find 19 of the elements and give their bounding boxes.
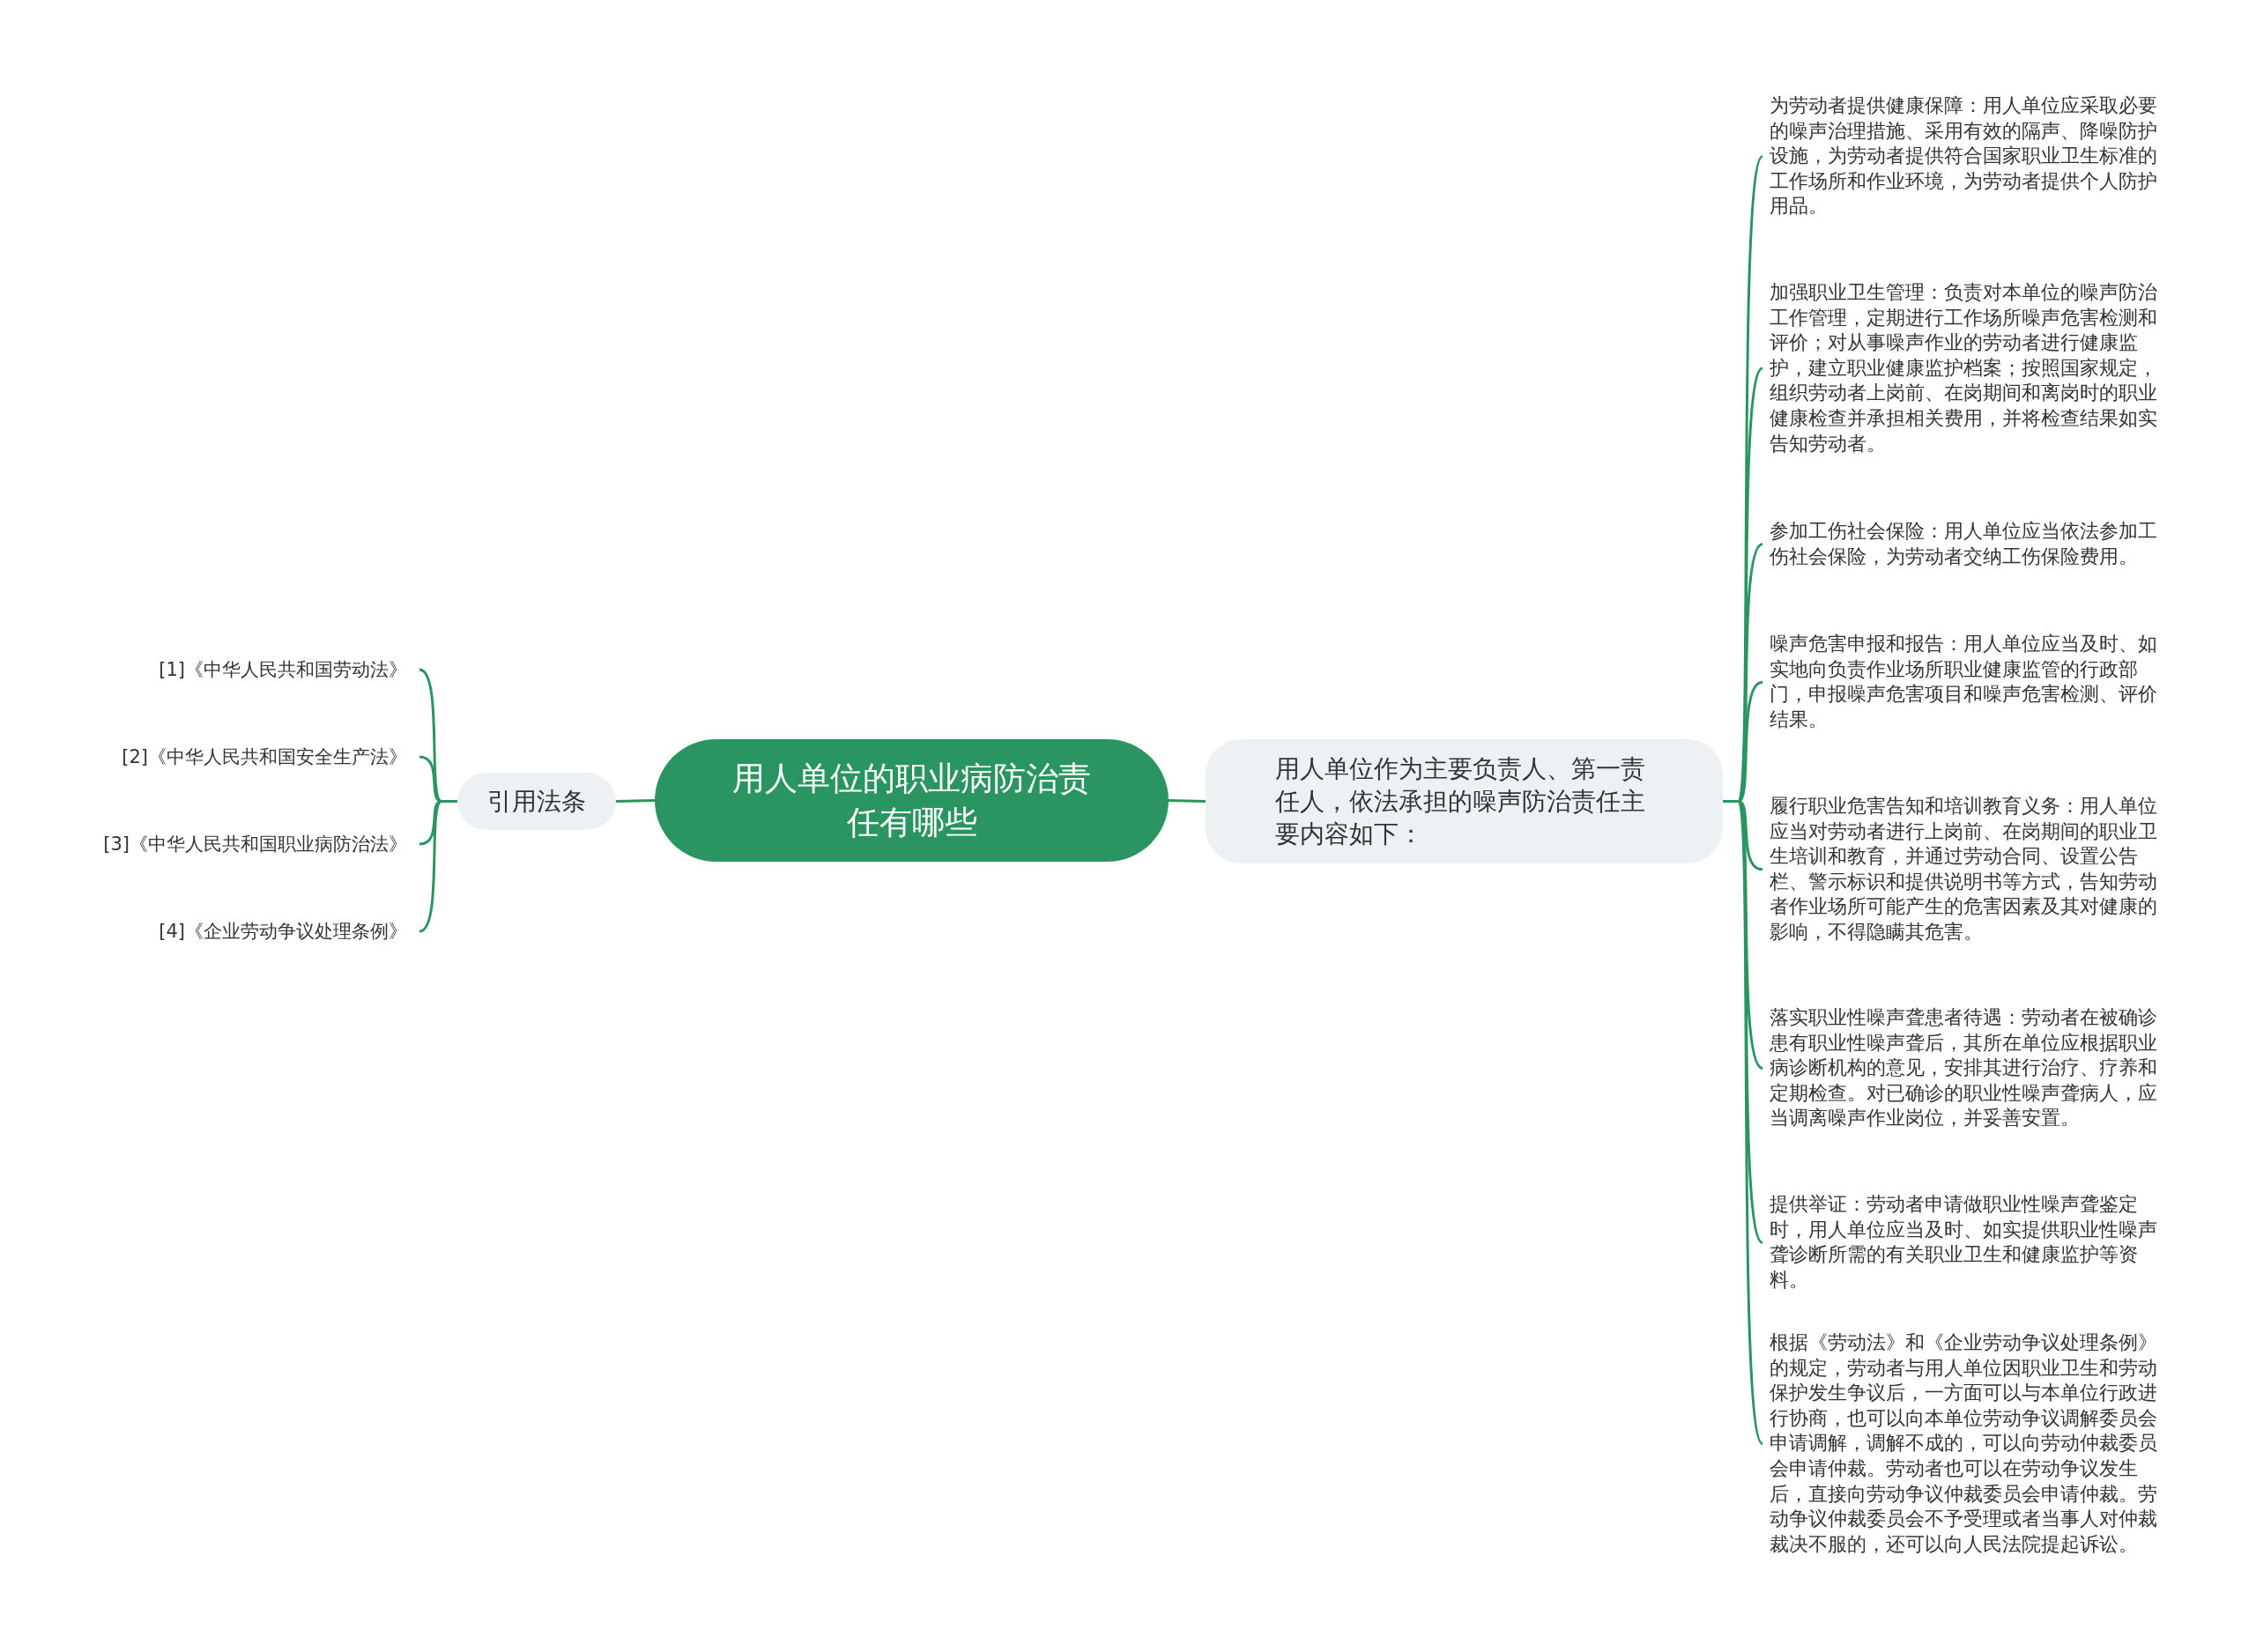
point-text: 履行职业危害告知和培训教育义务：用人单位应当对劳动者进行上岗前、在岗期间的职业卫生培训和教育，并通过劳动合同、设置公告栏、警示标识和提供说明书等方式，告知劳动者作业场所可能产生的危害因素及其对健康的影响，不得隐瞒其危害。 — [1770, 794, 2166, 945]
connector-line — [615, 799, 656, 803]
reference-text: [2]《中华人民共和国安全生产法》 — [88, 745, 407, 769]
reference-text: [4]《企业劳动争议处理条例》 — [88, 919, 407, 944]
branch-text: 引用法条 — [487, 785, 586, 818]
point-text: 提供举证：劳动者申请做职业性噪声聋鉴定时，用人单位应当及时、如实提供职业性噪声聋诊断所需的有关职业卫生和健康监护等资料。 — [1770, 1192, 2166, 1293]
topic-text: 用人单位的职业病防治责任有哪些 — [731, 758, 1092, 843]
reference-text: [1]《中华人民共和国劳动法》 — [88, 657, 407, 682]
connector-line — [419, 800, 457, 933]
branch-text: 用人单位作为主要负责人、第一责任人，依法承担的噪声防治责任主要内容如下： — [1274, 753, 1646, 850]
connector-line — [1168, 799, 1206, 803]
point-text: 参加工伤社会保险：用人单位应当依法参加工伤社会保险，为劳动者交纳工伤保险费用。 — [1770, 519, 2166, 570]
reference-text: [3]《中华人民共和国职业病防治法》 — [88, 832, 407, 856]
point-text: 根据《劳动法》和《企业劳动争议处理条例》的规定，劳动者与用人单位因职业卫生和劳动保护发生争议后，一方面可以与本单位行政进行协商，也可以向本单位劳动争议调解委员会申请调解，调解不成的，可以向劳动仲裁委员会申请仲裁。劳动者也可以在劳动争议发生后，直接向劳动争议仲裁委员会申请仲裁。劳动争议仲裁委员会不予受理或者当事人对仲裁裁决不服的，还可以向人民法院提起诉讼。 — [1770, 1330, 2166, 1558]
branch-pill — [1206, 739, 1723, 863]
point-text: 噪声危害申报和报告：用人单位应当及时、如实地向负责作业场所职业健康监管的行政部门，申报噪声危害项目和噪声危害检测、评价结果。 — [1770, 632, 2166, 733]
point-text: 落实职业性噪声聋患者待遇：劳动者在被确诊患有职业性噪声聋后，其所在单位应根据职业病诊断机构的意见，安排其进行治疗、疗养和定期检查。对已确诊的职业性噪声聋病人，应当调离噪声作业岗位，并妥善安置。 — [1770, 1005, 2166, 1131]
point-text: 加强职业卫生管理：负责对本单位的噪声防治工作管理，定期进行工作场所噪声危害检测和评价；对从事噪声作业的劳动者进行健康监护，建立职业健康监护档案；按照国家规定，组织劳动者上岗前、在岗期间和离岗时的职业健康检查并承担相关费用，并将检查结果如实告知劳动者。 — [1770, 280, 2166, 457]
point-text: 为劳动者提供健康保障：用人单位应采取必要的噪声治理措施、采用有效的隔声、降噪防护设施，为劳动者提供符合国家职业卫生标准的工作场所和作业环境，为劳动者提供个人防护用品。 — [1770, 93, 2166, 219]
